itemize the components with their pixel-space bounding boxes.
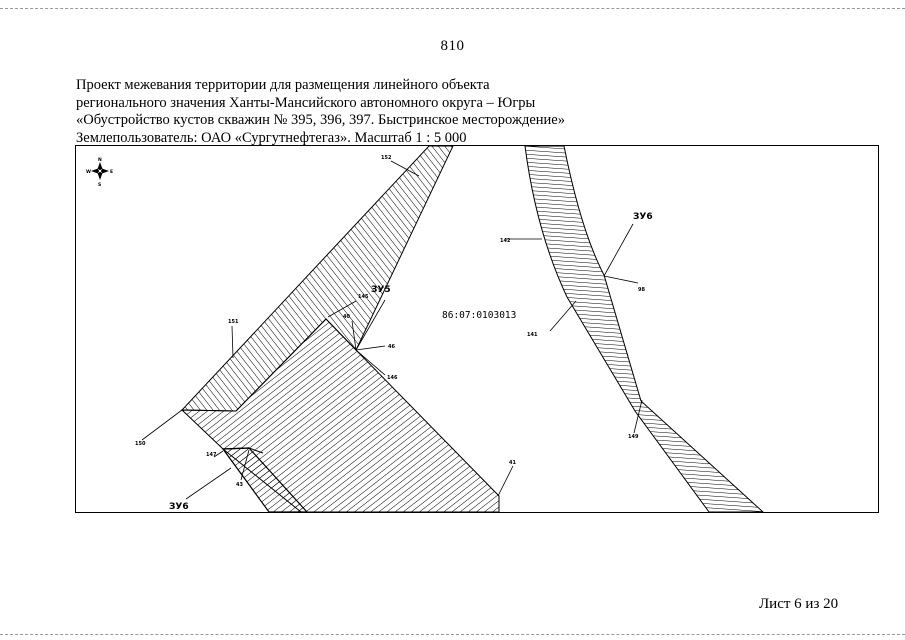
zone-label-zu6-right: ЗУ6 xyxy=(633,212,653,222)
point-41: 41 xyxy=(509,460,516,466)
zone-label-zu5: ЗУ5 xyxy=(371,285,391,295)
cadastral-map: N S W E 86:07:0103013 ЗУ5 ЗУ6 ЗУ6 152 14… xyxy=(75,145,879,513)
header-line-4: Землепользователь: ОАО «Сургутнефтегаз».… xyxy=(76,129,467,146)
point-40: 40 xyxy=(343,314,350,320)
compass-south: S xyxy=(98,182,101,188)
point-152: 152 xyxy=(381,155,392,161)
point-150: 150 xyxy=(135,441,146,447)
point-43: 43 xyxy=(236,482,243,488)
sheet-counter: Лист 6 из 20 xyxy=(759,596,839,612)
compass-rose-icon xyxy=(91,162,109,180)
zone-zu6-right-strip xyxy=(524,146,764,512)
page-number: 810 xyxy=(440,38,465,54)
zone-zu5-lower-body xyxy=(180,318,500,512)
compass-west: W xyxy=(86,169,91,175)
point-151: 151 xyxy=(228,319,239,325)
map-drawing: N S W E 86:07:0103013 ЗУ5 ЗУ6 ЗУ6 152 14… xyxy=(86,146,764,512)
header-line-3: «Обустройство кустов скважин № 395, 396,… xyxy=(76,112,565,128)
zone-label-zu6-bottom: ЗУ6 xyxy=(169,502,189,512)
header-line-1: Проект межевания территории для размещен… xyxy=(76,77,490,93)
header-line-2: регионального значения Ханты-Мансийского… xyxy=(76,94,536,111)
point-46: 46 xyxy=(388,344,395,350)
cadastral-number: 86:07:0103013 xyxy=(442,310,516,321)
point-147: 147 xyxy=(206,452,217,458)
point-141: 141 xyxy=(527,332,538,338)
scan-edge-top xyxy=(0,8,905,9)
compass-east: E xyxy=(110,169,113,175)
point-149: 149 xyxy=(628,434,639,440)
scan-edge-bottom xyxy=(0,634,905,635)
compass-north: N xyxy=(98,157,102,163)
point-98: 98 xyxy=(638,287,645,293)
point-142: 142 xyxy=(500,238,511,244)
point-146: 146 xyxy=(387,375,398,381)
point-145: 145 xyxy=(358,294,369,300)
document-header: Проект межевания территории для размещен… xyxy=(76,77,636,147)
